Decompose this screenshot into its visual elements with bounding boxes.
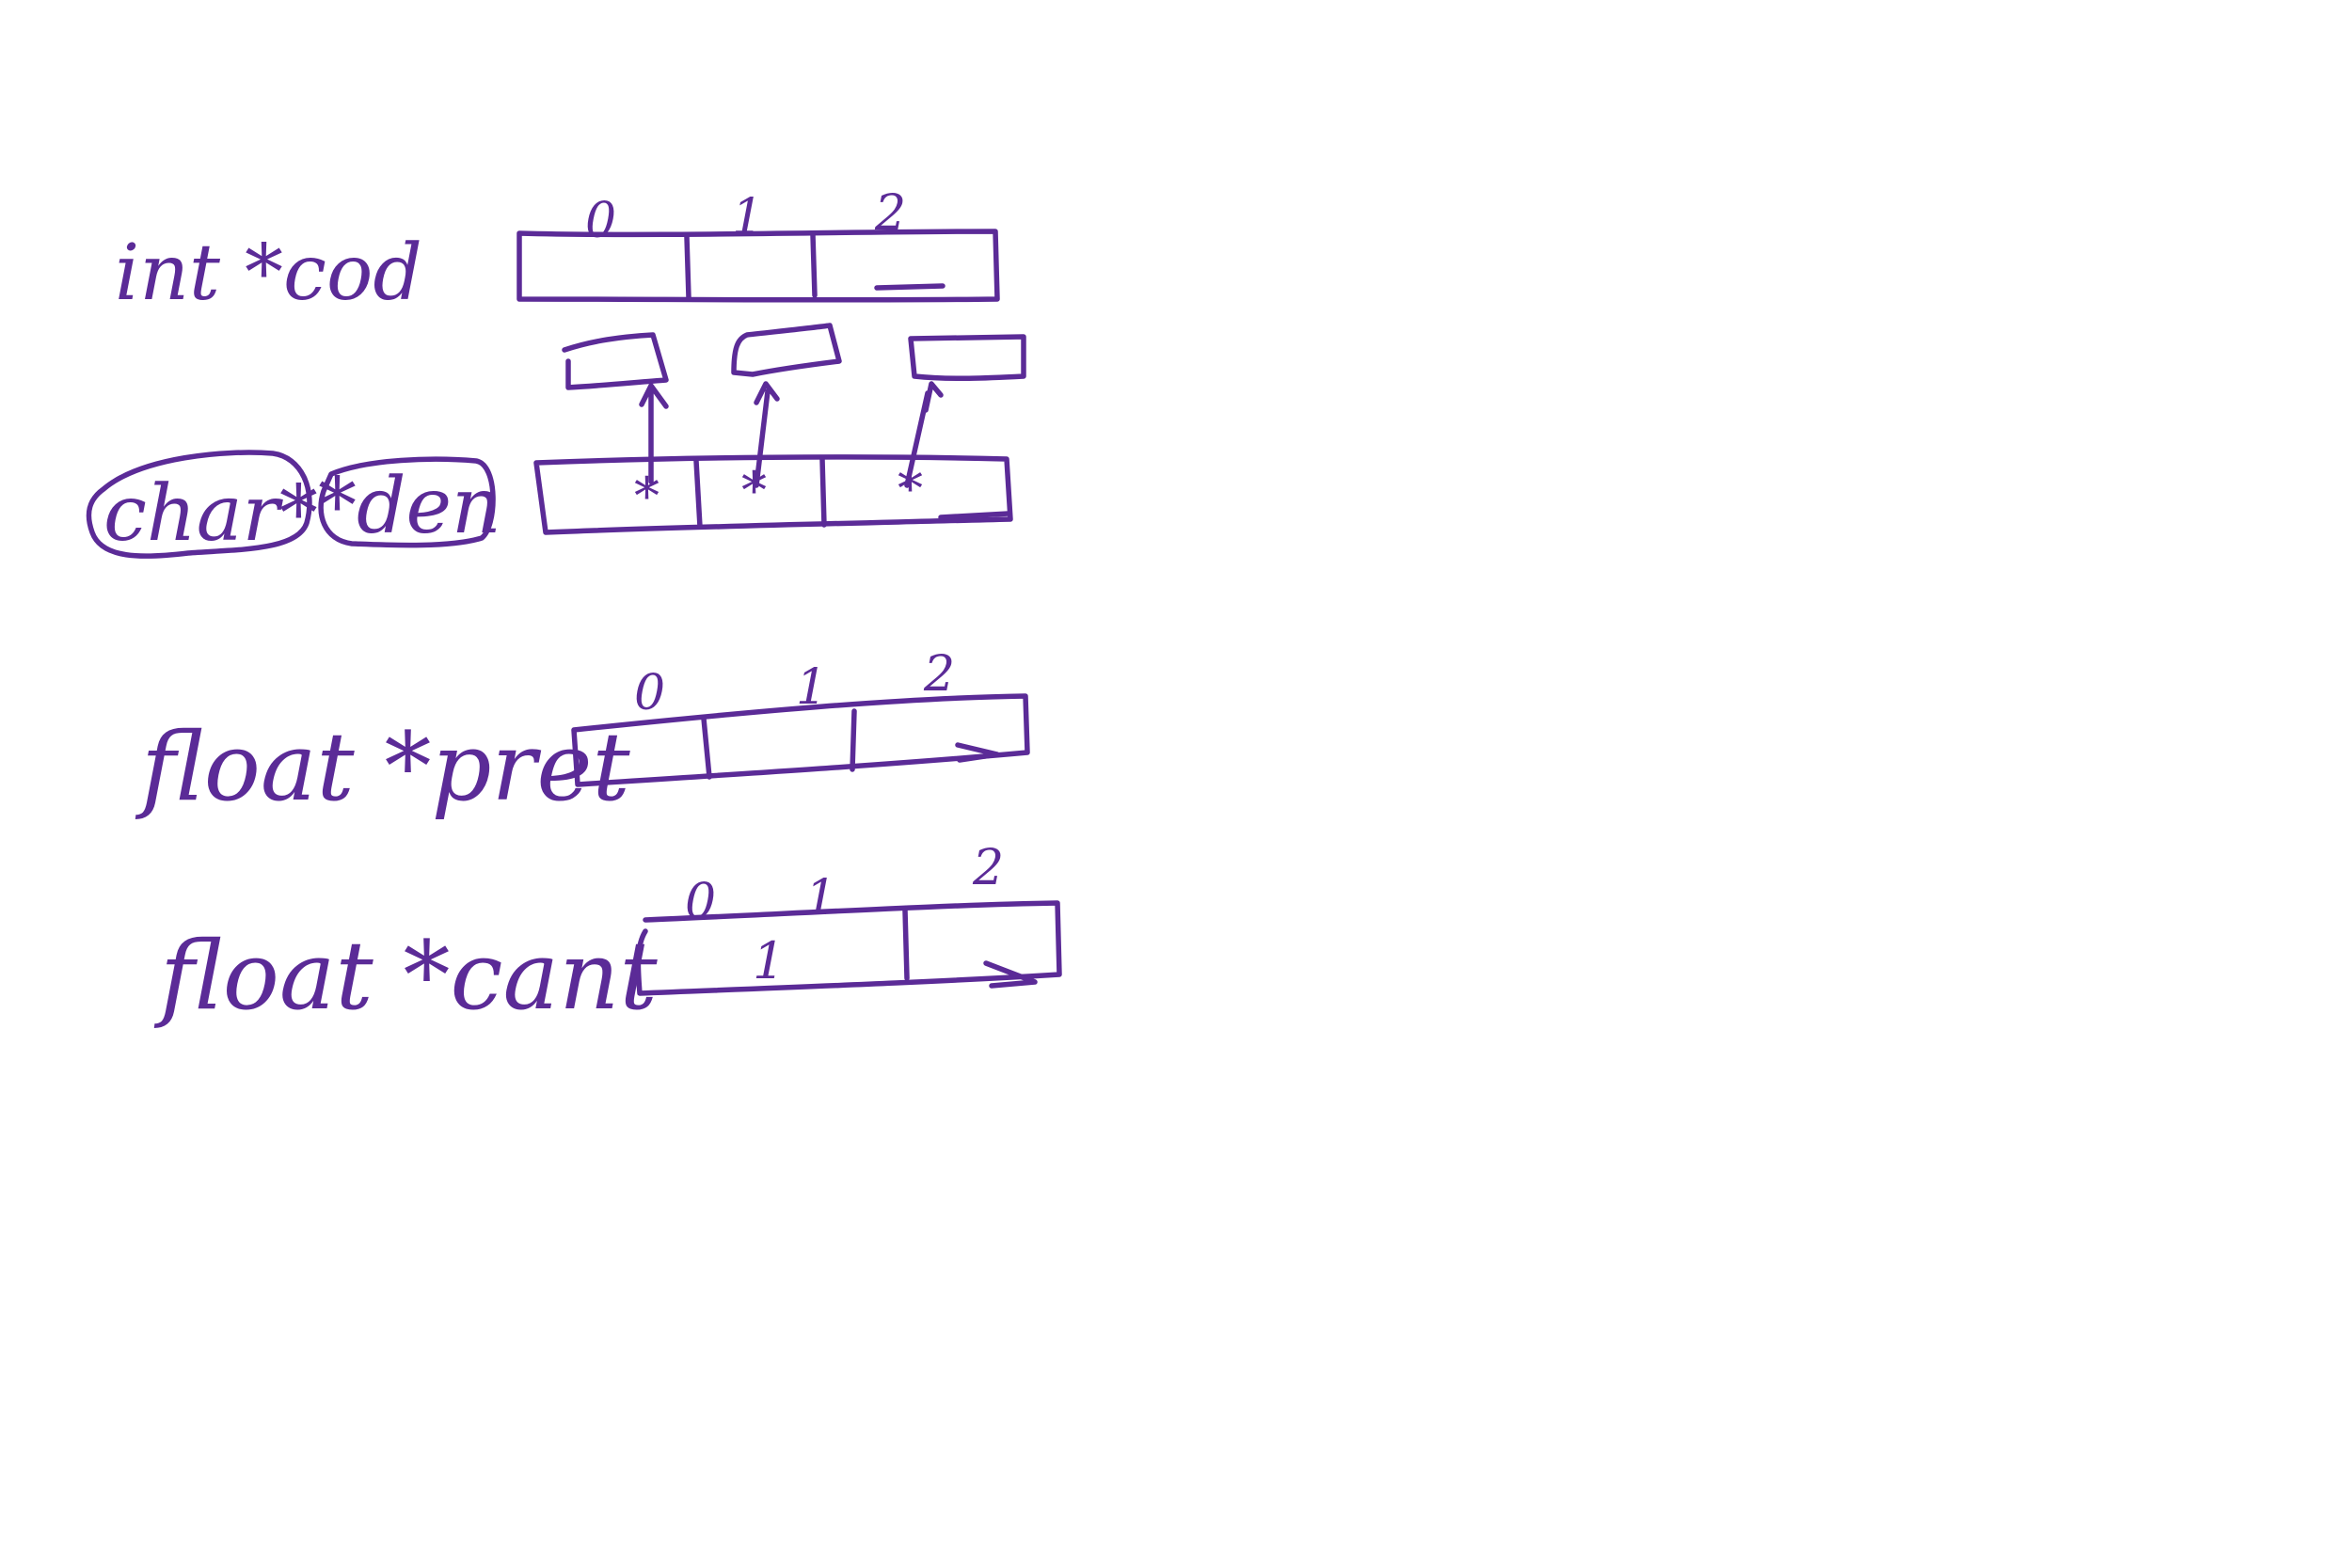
den-divider-1 <box>693 458 703 530</box>
den-row: char* *den * * * <box>86 323 1026 559</box>
cod-divider-1 <box>684 234 691 300</box>
pret-index-0: 0 <box>634 665 665 721</box>
den-name-group: *den <box>318 456 501 551</box>
cant-array: 1 <box>635 900 1062 996</box>
cant-cell-value-0: 1 <box>753 931 785 990</box>
den-type-group: char* <box>86 450 318 559</box>
pret-divider-1 <box>701 716 712 780</box>
den-cell-mark-1: * <box>741 461 767 520</box>
cod-underline-mark <box>874 283 946 291</box>
cant-index-2: 2 <box>972 840 1004 896</box>
cod-divider-2 <box>810 232 818 298</box>
den-array-outline <box>533 454 1013 535</box>
den-pointer-arrows <box>639 381 944 488</box>
cod-row: int *cod 0 1 2 <box>115 185 1000 318</box>
pret-index-2: 2 <box>923 646 955 703</box>
cant-underline-mark <box>983 960 1038 989</box>
den-underline-mark <box>938 511 1011 520</box>
pret-divider-2 <box>850 708 857 772</box>
name-lasso <box>318 456 496 548</box>
cod-index-0: 0 <box>585 193 616 249</box>
type-lasso <box>86 450 312 559</box>
den-divider-2 <box>819 456 827 528</box>
den-string-box-0 <box>562 332 669 390</box>
cant-declaration: float *cant <box>153 921 659 1031</box>
den-array: * * * <box>533 454 1013 535</box>
cant-index-1: 1 <box>805 870 836 927</box>
pret-underline-mark <box>955 742 1000 763</box>
den-string-box-2 <box>908 334 1026 382</box>
pointer-arrow-1 <box>754 381 780 488</box>
cod-array <box>516 229 1000 303</box>
den-cell-mark-0: * <box>634 467 660 526</box>
cod-array-outline <box>516 229 1000 303</box>
cant-index-0: 0 <box>685 874 716 930</box>
cant-divider-1 <box>902 908 910 981</box>
pointer-arrow-0 <box>639 383 669 484</box>
string-box-outline <box>731 323 842 377</box>
string-box-outline <box>908 334 1026 382</box>
cant-row: float *cant 0 1 2 1 <box>153 840 1062 1031</box>
cod-declaration: int *cod <box>115 229 422 318</box>
pointer-arrow-2 <box>904 381 944 488</box>
den-string-box-1 <box>731 323 842 377</box>
pret-row: float *pret 0 1 2 <box>135 646 1030 822</box>
string-box-outline <box>562 332 669 390</box>
cod-index-1: 1 <box>732 189 763 245</box>
pret-declaration: float *pret <box>135 712 630 822</box>
pret-array-outline <box>571 693 1030 787</box>
pret-array <box>571 693 1030 787</box>
den-name-label: *den <box>318 462 501 551</box>
cant-array-outline <box>635 900 1062 996</box>
den-type-label: char* <box>103 469 318 559</box>
den-cell-mark-2: * <box>898 459 923 518</box>
